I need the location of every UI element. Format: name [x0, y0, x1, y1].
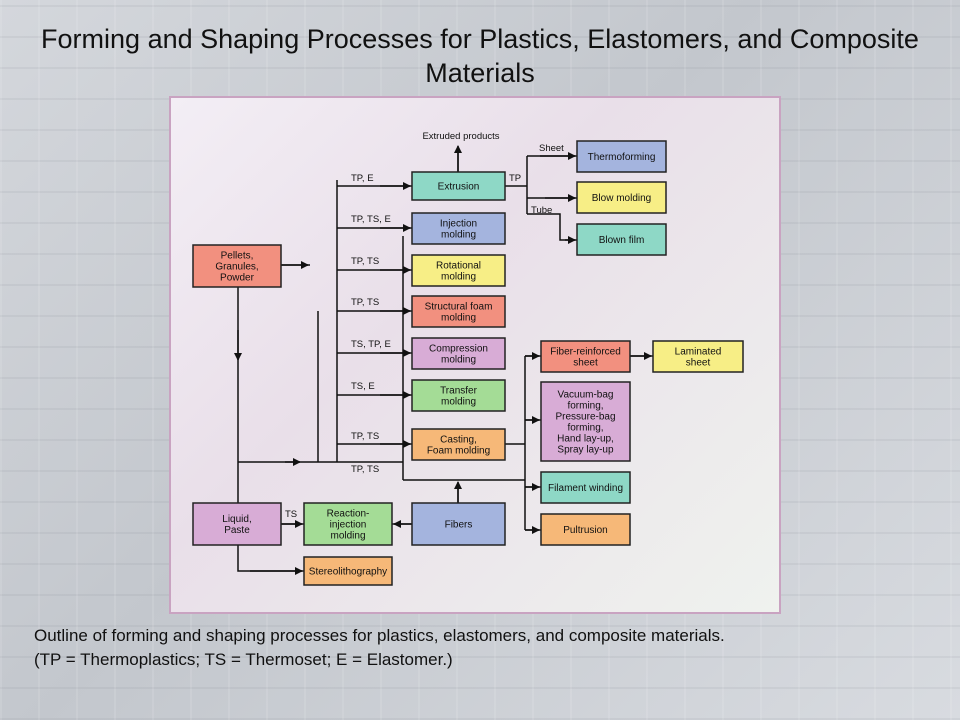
label-lbl-casting: TP, TS [351, 431, 379, 442]
label-tp-out: TP [509, 173, 521, 184]
pellets-box-text-2: Powder [220, 273, 255, 284]
rotational-box-rect [411, 254, 506, 287]
casting-box-text-0: Casting, [440, 435, 477, 446]
thermoforming-box-text-0: Thermoforming [588, 152, 656, 163]
fibers-box-rect [411, 502, 506, 546]
label-lbl-compression: TS, TP, E [351, 339, 391, 350]
vacuumbag-box: Vacuum-bagforming,Pressure-bagforming,Ha… [540, 381, 631, 462]
liquid-box-text-0: Liquid, [222, 514, 251, 525]
vacuumbag-box-text-3: forming, [567, 423, 603, 434]
filament-box: Filament winding [540, 471, 631, 504]
slide-title: Forming and Shaping Processes for Plasti… [41, 24, 919, 88]
compression-box-rect [411, 337, 506, 370]
label-tube: Tube [531, 205, 552, 216]
stereo-box-rect [303, 556, 393, 586]
extrusion-box-text-0: Extrusion [438, 182, 480, 193]
fibers-box: Fibers [411, 502, 506, 546]
injection-box-text-0: Injection [440, 219, 477, 230]
connector-line-30 [527, 213, 577, 241]
label-lbl-structural: TP, TS [351, 297, 379, 308]
vacuumbag-box-text-0: Vacuum-bag [558, 390, 614, 401]
laminated-box-rect [652, 340, 744, 373]
thermoforming-box: Thermoforming [576, 140, 667, 173]
vacuumbag-box-text-5: Spray lay-up [557, 445, 614, 456]
reaction-box-text-0: Reaction- [327, 509, 370, 520]
label-lbl-rotational: TP, TS [351, 256, 379, 267]
casting-box-text-1: Foam molding [427, 446, 490, 457]
vacuumbag-box-rect [540, 381, 631, 462]
vacuumbag-box-text-1: forming, [567, 401, 603, 412]
label-lbl-transfer: TS, E [351, 381, 375, 392]
laminated-box-text-0: Laminated [675, 347, 722, 358]
filament-box-rect [540, 471, 631, 504]
label-lbl-extrusion: TP, E [351, 173, 374, 184]
blowmolding-box-text-0: Blow molding [592, 193, 651, 204]
compression-box-text-0: Compression [429, 344, 488, 355]
pellets-box-rect [192, 244, 282, 288]
pellets-box-text-0: Pellets, [221, 251, 254, 262]
vacuumbag-box-text-4: Hand lay-up, [557, 434, 614, 445]
blowmolding-box-rect [576, 181, 667, 214]
filament-box-text-0: Filament winding [548, 483, 623, 494]
caption-line-2: (TP = Thermoplastics; TS = Thermoset; E … [34, 650, 453, 669]
structural-box-rect [411, 295, 506, 328]
reaction-box-text-2: molding [330, 531, 365, 542]
label-lbl-ts: TS [285, 509, 297, 520]
label-lbl-fibers-row: TP, TS [351, 464, 379, 475]
blownfilm-box-text-0: Blown film [599, 235, 645, 246]
pellets-box-text-1: Granules, [215, 262, 258, 273]
label-lbl-injection: TP, TS, E [351, 214, 391, 225]
casting-box: Casting,Foam molding [411, 428, 506, 461]
blownfilm-box-rect [576, 223, 667, 256]
pultrusion-box-rect [540, 513, 631, 546]
liquid-box-rect [192, 502, 282, 546]
structural-box-text-0: Structural foam [425, 302, 493, 313]
liquid-box: Liquid,Paste [192, 502, 282, 546]
stereo-box: Stereolithography [303, 556, 393, 586]
pultrusion-box-text-0: Pultrusion [563, 525, 607, 536]
caption-line-1: Outline of forming and shaping processes… [34, 626, 725, 645]
blowmolding-box: Blow molding [576, 181, 667, 214]
fiberreinforced-box-text-0: Fiber-reinforced [550, 347, 621, 358]
fiberreinforced-box-text-1: sheet [573, 358, 598, 369]
thermoforming-box-rect [576, 140, 667, 173]
vacuumbag-box-text-2: Pressure-bag [555, 412, 615, 423]
pellets-box: Pellets,Granules,Powder [192, 244, 282, 288]
label-extruded-products: Extruded products [422, 131, 499, 142]
injection-box-text-1: molding [441, 230, 476, 241]
pultrusion-box: Pultrusion [540, 513, 631, 546]
stereo-box-text-0: Stereolithography [309, 567, 387, 578]
transfer-box-rect [411, 379, 506, 412]
label-sheet: Sheet [539, 143, 564, 154]
fiberreinforced-box-rect [540, 340, 631, 373]
extrusion-box-rect [411, 171, 506, 201]
structural-box-text-1: molding [441, 313, 476, 324]
fibers-box-text-0: Fibers [445, 520, 473, 531]
casting-box-rect [411, 428, 506, 461]
rotational-box-text-0: Rotational [436, 261, 481, 272]
connector-line-24 [237, 545, 304, 572]
figure-caption: Outline of forming and shaping processes… [34, 624, 934, 672]
compression-box-text-1: molding [441, 355, 476, 366]
liquid-box-text-1: Paste [224, 525, 250, 536]
blownfilm-box: Blown film [576, 223, 667, 256]
transfer-box-text-0: Transfer [440, 386, 478, 397]
transfer-box-text-1: molding [441, 397, 476, 408]
reaction-box-rect [303, 502, 393, 546]
extrusion-box: Extrusion [411, 171, 506, 201]
injection-box-rect [411, 212, 506, 245]
laminated-box-text-1: sheet [686, 358, 711, 369]
rotational-box-text-1: molding [441, 272, 476, 283]
reaction-box-text-1: injection [330, 520, 367, 531]
